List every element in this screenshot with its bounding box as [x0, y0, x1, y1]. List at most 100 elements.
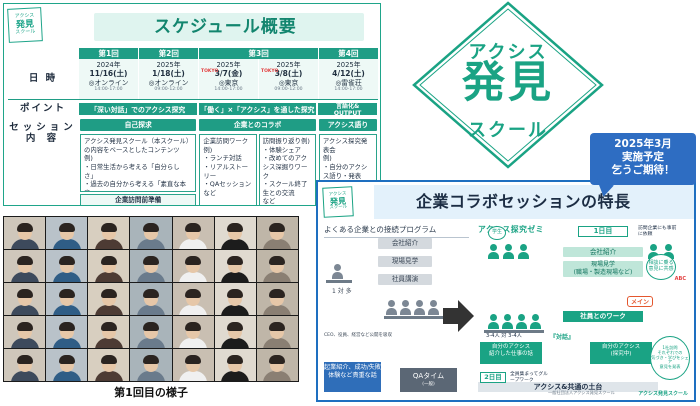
podium-icon	[326, 280, 352, 283]
qa-box: QAタイム (一般)	[400, 368, 457, 392]
session-body: アクシス発見スクール（本スクール）の内容をベースとしたコンテンツ 例) ・日常生…	[80, 134, 197, 192]
date-row: 日 時 2024年 11/16(土) ◎オンライン 14:00-17:00 20…	[8, 59, 378, 99]
common-ground-bar: アクシス&共通の土台	[478, 382, 658, 392]
brand-line-3: スクール	[468, 120, 548, 141]
participant-tile	[4, 250, 46, 282]
announcement-callout: 2025年3月 実施予定 乞うご期待！	[590, 133, 696, 185]
program-item: 会社紹介	[378, 238, 432, 249]
participant-tile	[130, 250, 172, 282]
share-circle: 1社訪問 それぞれでの 気づき・学びをシェア 意見を発表	[650, 336, 690, 380]
participant-tile	[130, 349, 172, 381]
round-header-row: 第1回 第2回 第3回 第4回	[8, 48, 379, 59]
corp-title: 企業コラボセッションの特長	[374, 185, 694, 219]
divider	[8, 99, 378, 100]
session-body: 企業訪問ワーク 例) ・ランチ対話 ・リアルストーリー ・QAセッション など	[199, 134, 257, 205]
desk-icon	[384, 316, 444, 319]
participant-tile	[4, 217, 46, 249]
row-label-date: 日 時	[8, 59, 78, 99]
participant-tile	[4, 349, 46, 381]
right-note: 訪問企業にも事前に依頼	[638, 226, 677, 237]
participant-tile	[46, 316, 88, 348]
point-badge: 「働く」×「アクシス」を通した探究	[197, 102, 318, 116]
employee-axis-box: 自分のアクシス (探究中)	[590, 342, 652, 364]
audience-icon	[386, 300, 397, 315]
date-cell: 2024年 11/16(土) ◎オンライン 14:00-17:00	[78, 59, 138, 99]
date-cell: TOKYO 2025年 3/8(土) ◎東京 09:00-12:00	[258, 59, 318, 99]
participant-tile	[88, 316, 130, 348]
session-cell: 企業とのコラボ 企業訪問ワーク 例) ・ランチ対話 ・リアルストーリー ・QAセ…	[197, 118, 316, 205]
day1-label: 1日目	[578, 226, 628, 237]
participant-tile	[256, 316, 298, 348]
student-icon	[488, 314, 499, 329]
participant-tile	[4, 316, 46, 348]
ratio-label: 3-4人 対 3-4人	[486, 333, 522, 339]
student-icon	[516, 314, 527, 329]
round-header: 第1回	[78, 48, 139, 59]
company-logo-mark: ABC	[674, 276, 686, 282]
participant-tile	[88, 250, 130, 282]
tokyo-tag: TOKYO	[201, 69, 219, 74]
participant-tile	[88, 217, 130, 249]
participant-tile	[256, 217, 298, 249]
speaker-icon	[332, 264, 343, 279]
participant-tile	[130, 316, 172, 348]
student-icon	[530, 314, 541, 329]
axis-seminar-section: アクシス探究ゼミ 1日目 訪問企業にも事前に依頼 会社紹介 現場見学 (職場・製…	[478, 224, 691, 399]
round-header: 第2回	[138, 48, 199, 59]
brand-logo-frame	[412, 1, 604, 169]
tokyo-tag: TOKYO	[261, 69, 279, 74]
school-logo-small: アクシス 発見 スクール	[322, 186, 354, 218]
schedule-card: アクシス 発見 スクール スケジュール概要 第1回 第2回 第3回 第4回 日 …	[3, 3, 381, 206]
employee-work-badge: 社員とのワーク	[563, 311, 643, 322]
student-icon	[488, 244, 499, 259]
student-icon	[502, 314, 513, 329]
brand-line-1: アクシス	[468, 42, 548, 63]
student-axis-box: 自分のアクシス 紹介した仕事の話	[480, 342, 542, 364]
student-tag: 学生	[488, 226, 506, 240]
section-title: アクシス探究ゼミ	[478, 225, 544, 234]
schedule-title: スケジュール概要	[94, 13, 364, 41]
left-note: CEO、役員、経営など公開を吸収	[324, 333, 393, 338]
session-foot: 企業訪問前準備	[80, 194, 197, 205]
session-body: 訪問振り返り例) ・体験シェア ・改めてのアクシス深掘りワーク ・スクール終了生…	[258, 134, 316, 205]
main-tag: メイン	[627, 296, 654, 307]
seminar-item: 現場見学 (職場・製造現場など)	[563, 261, 643, 277]
participant-tile	[46, 250, 88, 282]
participant-tile	[214, 316, 256, 348]
school-logo-small: アクシス 発見 スクール	[7, 7, 43, 43]
participant-tile	[88, 283, 130, 315]
round-header: 第3回	[198, 48, 318, 59]
point-badge: 「深い対話」でのアクシス探究	[78, 102, 198, 116]
audience-icon	[428, 300, 439, 315]
audience-icon	[400, 300, 411, 315]
participant-tile	[214, 250, 256, 282]
student-icon	[503, 244, 514, 259]
participant-tile	[46, 217, 88, 249]
speaker-box: 起業紹介、成功/失敗体験など貴重な話	[324, 362, 381, 392]
date-cell: TOKYO 2025年 3/7(金) ◎東京 14:00-17:00	[198, 59, 258, 99]
row-label-session: セッション 内 容	[9, 122, 77, 145]
participant-tile	[172, 349, 214, 381]
corporate-collab-card: アクシス 発見 スクール 企業コラボセッションの特長 よくある企業との接続プログ…	[316, 180, 696, 402]
date-cell: 2025年 4/12(土) ◎雷雀荘 14:00-17:00	[318, 59, 378, 99]
participant-tile	[130, 217, 172, 249]
participant-tile	[46, 283, 88, 315]
typical-program-section: よくある企業との接続プログラム 会社紹介 現場見学 社員講演 1 対 多 CEO…	[324, 224, 469, 394]
participant-tile	[214, 217, 256, 249]
participant-tile	[88, 349, 130, 381]
credit-logo: アクシス発見スクール	[638, 391, 688, 397]
session-head: アクシス語り	[318, 119, 378, 131]
schedule-table: 第1回 第2回 第3回 第4回 日 時 2024年 11/16(土) ◎オンライ…	[8, 48, 379, 205]
day2-label: 2日目	[480, 372, 506, 383]
video-call-grid	[3, 216, 299, 382]
day2-note: 全員集まってグループワーク	[510, 372, 548, 383]
participant-tile	[172, 283, 214, 315]
credit-small: 一般社団法人アクシス発見スクール	[548, 390, 615, 395]
empathy-circle: 相談に乗る 意見に共感	[646, 254, 676, 280]
point-badge: 言語化& OUTPUT	[317, 102, 378, 116]
participant-tile	[172, 316, 214, 348]
brand-logo: アクシス 発見 スクール	[402, 0, 614, 170]
row-label-point: ポイント	[19, 103, 66, 115]
arrow-right-icon	[443, 308, 459, 324]
round-header: 第4回	[317, 48, 379, 59]
